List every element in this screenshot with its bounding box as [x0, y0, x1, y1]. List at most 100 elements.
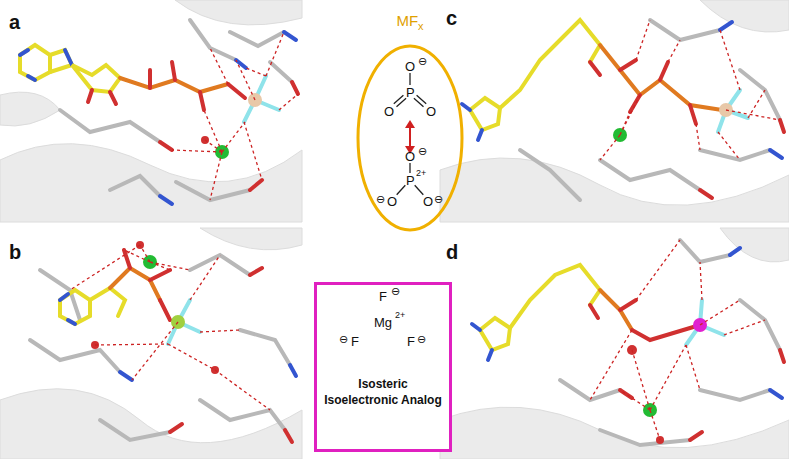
heading-subscript: x	[418, 20, 424, 32]
drawing-element	[730, 248, 740, 255]
drawing-element	[462, 104, 482, 140]
drawing-element	[394, 95, 406, 107]
atom-symbol: O	[405, 60, 415, 73]
drawing-element	[720, 228, 789, 262]
drawing-element	[650, 20, 720, 40]
drawing-element	[686, 300, 724, 345]
atom-symbol: F	[351, 335, 359, 348]
drawing-element	[160, 196, 172, 204]
drawing-element	[510, 265, 600, 328]
drawing-element	[160, 142, 172, 150]
atom-symbol: O	[423, 195, 433, 208]
drawing-element	[780, 120, 784, 132]
drawing-element	[250, 180, 262, 190]
atom-symbol: Mg	[374, 316, 392, 329]
atom-symbol: P	[406, 174, 415, 187]
drawing-element	[110, 176, 160, 196]
drawing-element	[292, 82, 298, 94]
drawing-element	[470, 98, 500, 130]
panel-letter: b	[7, 242, 23, 262]
heading-text: MF	[396, 12, 418, 29]
drawing-element	[20, 50, 72, 80]
drawing-element	[440, 158, 789, 222]
charge-label: 2+	[395, 311, 405, 320]
drawing-element	[236, 60, 246, 68]
charge-symbol: ⊖	[417, 334, 426, 345]
drawing-element	[480, 318, 510, 350]
atom-symbol: O	[384, 105, 394, 118]
drawing-element	[700, 190, 712, 198]
drawing-element	[72, 65, 120, 92]
drawing-element	[590, 240, 765, 440]
atom-symbol: F	[407, 335, 415, 348]
drawing-element	[110, 268, 160, 300]
drawing-element	[0, 144, 302, 222]
drawing-element	[620, 60, 696, 124]
drawing-element	[284, 32, 296, 40]
drawing-element	[415, 185, 424, 195]
atom-symbol: O	[387, 195, 397, 208]
oval-shape	[358, 46, 462, 230]
drawing-element	[124, 250, 170, 320]
drawing-element	[409, 126, 411, 148]
panel-b-structure	[0, 228, 302, 459]
drawing-element	[168, 300, 200, 344]
drawing-element	[440, 407, 789, 459]
charge-symbol: ⊖	[434, 194, 443, 205]
panel-letter: d	[444, 242, 460, 262]
drawing-element	[244, 76, 279, 122]
oval-outline	[356, 12, 464, 234]
drawing-element	[70, 245, 270, 410]
drawing-element	[100, 420, 170, 440]
panel-a-structure	[0, 0, 302, 222]
charge-symbol: ⊖	[418, 146, 427, 157]
drawing-element	[230, 32, 284, 46]
drawing-element	[780, 350, 784, 362]
drawing-element	[472, 324, 492, 360]
charge-symbol: ⊖	[418, 56, 427, 67]
drawing-element	[700, 150, 770, 160]
panel-c-structure	[440, 0, 789, 222]
drawing-element	[270, 62, 292, 82]
panel-letter: a	[7, 12, 22, 32]
resonance-oval: MFx	[356, 12, 464, 234]
drawing-element	[172, 32, 298, 200]
drawing-element	[620, 390, 632, 398]
atom-symbol: P	[406, 86, 415, 99]
drawing-element	[409, 163, 410, 173]
drawing-element	[176, 182, 250, 200]
drawing-element	[414, 95, 426, 107]
drawing-element	[620, 300, 700, 340]
drawing-element	[190, 255, 250, 275]
drawing-element	[720, 22, 732, 30]
drawing-element	[397, 185, 406, 195]
drawing-element	[90, 288, 125, 316]
drawing-element	[240, 330, 290, 365]
drawing-element	[770, 390, 782, 398]
drawing-element	[405, 120, 415, 128]
drawing-element	[520, 150, 580, 200]
drawing-element	[560, 380, 620, 400]
atom-symbol: O	[405, 150, 415, 163]
drawing-element	[500, 20, 600, 108]
drawing-element	[700, 0, 789, 32]
drawing-element	[190, 20, 236, 60]
drawing-element	[690, 432, 702, 440]
drawing-element	[700, 390, 770, 400]
drawing-element	[600, 430, 690, 445]
atom-symbol: F	[379, 290, 387, 303]
drawing-element	[170, 424, 182, 432]
drawing-element	[120, 372, 132, 380]
box-text: Isosteric Isoelectronic Analog	[323, 377, 443, 408]
drawing-element	[150, 62, 245, 110]
charge-symbol: ⊖	[376, 194, 385, 205]
drawing-element	[0, 389, 302, 459]
panel-letter: c	[444, 8, 459, 28]
drawing-element	[200, 228, 302, 250]
analog-box: Isosteric Isoelectronic Analog	[314, 282, 452, 452]
drawing-element	[200, 400, 285, 430]
drawing-element	[30, 340, 120, 372]
drawing-element	[250, 268, 262, 275]
drawing-element	[0, 92, 60, 126]
drawing-element	[740, 300, 780, 350]
